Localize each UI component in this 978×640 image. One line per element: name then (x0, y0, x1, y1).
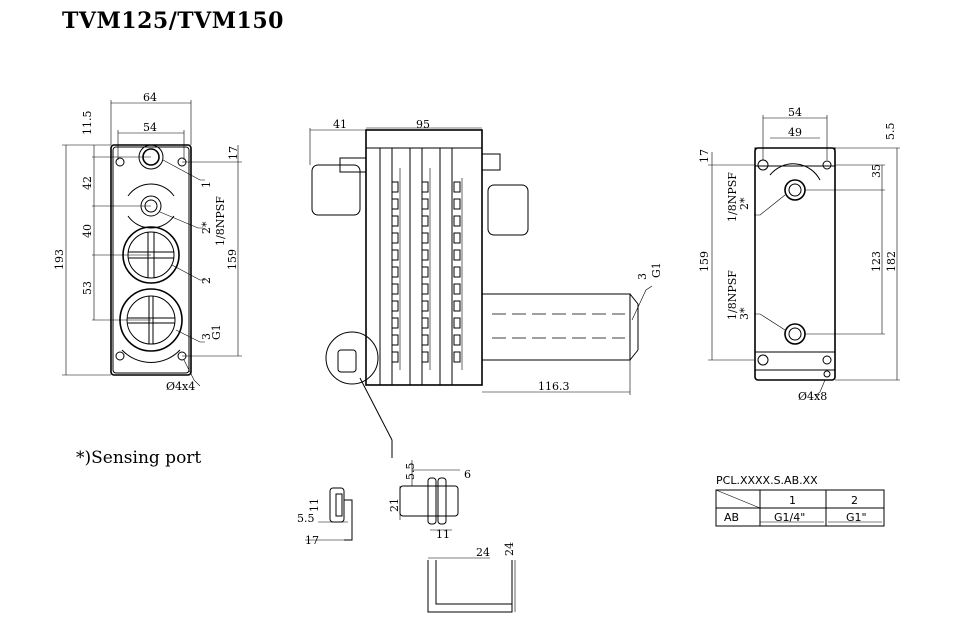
slot (421, 181, 429, 193)
slot (391, 300, 399, 312)
port-2-label: 2 (200, 277, 213, 284)
slot (391, 266, 399, 278)
slot (421, 283, 429, 295)
dim-116: 116.3 (538, 380, 570, 393)
slot (421, 351, 429, 363)
slot (421, 249, 429, 261)
dim-41: 41 (333, 118, 347, 131)
detail-views: 11 5.5 17 5.5 6 21 11 24 24 (297, 460, 516, 613)
dim-top-outer: 64 (143, 91, 157, 104)
port-2s-label: 2* (200, 221, 213, 234)
dim-54r: 54 (788, 106, 802, 119)
holes-label: Ø4x4 (166, 380, 195, 393)
slot (391, 317, 399, 329)
dim-17r: 17 (698, 149, 711, 163)
port-3s-r: 3* (738, 307, 751, 320)
dim-49r: 49 (788, 126, 802, 139)
g1-label: G1 (210, 324, 223, 340)
slot (421, 334, 429, 346)
detail-dim-11b: 11 (436, 528, 450, 541)
npsf-top: 1/8NPSF (726, 172, 739, 222)
holes-r: Ø4x8 (798, 390, 827, 403)
dim-left-a: 11.5 (81, 111, 94, 136)
port-2s-r: 2* (738, 197, 751, 210)
slot (453, 232, 461, 244)
dim-left-d: 53 (81, 281, 94, 295)
config-table: PCL.XXXX.S.AB.XX 1 2 AB G1/4" G1" (715, 474, 885, 527)
slot (391, 249, 399, 261)
dim-159r: 159 (698, 251, 711, 272)
dim-left-c: 40 (81, 224, 94, 238)
table-row-label: AB (724, 511, 739, 524)
dim-top-inner: 54 (143, 121, 157, 134)
dim-right-b: 159 (226, 249, 239, 270)
dim-left-b: 42 (81, 176, 94, 190)
slot (453, 215, 461, 227)
slot (453, 317, 461, 329)
cyl-g1: G1 (650, 262, 663, 278)
slot (391, 215, 399, 227)
detail-dim-21: 21 (388, 498, 401, 512)
detail-dim-55b: 5.5 (297, 512, 315, 525)
slot (453, 351, 461, 363)
slot (453, 266, 461, 278)
slot (453, 198, 461, 210)
slot (391, 232, 399, 244)
dim-182r: 182 (885, 251, 898, 272)
detail-dim-11a: 11 (308, 498, 321, 512)
slot (421, 198, 429, 210)
slot (453, 283, 461, 295)
slot (391, 283, 399, 295)
detail-dim-17: 17 (305, 534, 319, 547)
slot (421, 300, 429, 312)
middle-view: 41 95 116.3 3 G1 (309, 118, 663, 458)
slot (453, 249, 461, 261)
cyl-port-3: 3 (636, 273, 649, 280)
npsf-label: 1/8NPSF (214, 196, 227, 246)
sensing-port-note: *)Sensing port (76, 448, 202, 468)
port-1-label: 1 (200, 181, 213, 188)
table-value-1: G1/4" (774, 511, 805, 524)
slot (453, 300, 461, 312)
slot (391, 181, 399, 193)
slot (391, 334, 399, 346)
table-header-2: 2 (851, 494, 858, 507)
slot (391, 198, 399, 210)
port-3-label: 3 (200, 333, 213, 340)
left-view: 64 54 11.5 42 40 53 193 17 159 1 2* 1/8N… (53, 91, 242, 393)
slot (421, 215, 429, 227)
drawing-title: TVM125/TVM150 (62, 8, 284, 34)
dim-55r: 5.5 (884, 123, 897, 141)
npsf-bot: 1/8NPSF (726, 270, 739, 320)
dim-overall: 193 (53, 249, 66, 270)
dim-95: 95 (416, 118, 430, 131)
detail-dim-24b: 24 (503, 542, 516, 556)
slot (421, 232, 429, 244)
detail-dim-55a: 5.5 (404, 463, 417, 481)
table-header-1: 1 (789, 494, 796, 507)
dim-right-a: 17 (227, 146, 240, 160)
slot (391, 351, 399, 363)
slot (421, 317, 429, 329)
detail-dim-6: 6 (464, 468, 471, 481)
slot (453, 181, 461, 193)
slot (421, 266, 429, 278)
slot (453, 334, 461, 346)
detail-dim-24a: 24 (476, 546, 490, 559)
dim-35r: 35 (870, 164, 883, 178)
table-value-2: G1" (846, 511, 867, 524)
right-view: 54 49 5.5 17 35 159 123 182 1/8NPSF 2* 1… (698, 106, 900, 403)
table-code: PCL.XXXX.S.AB.XX (716, 474, 818, 487)
dim-123r: 123 (870, 251, 883, 272)
